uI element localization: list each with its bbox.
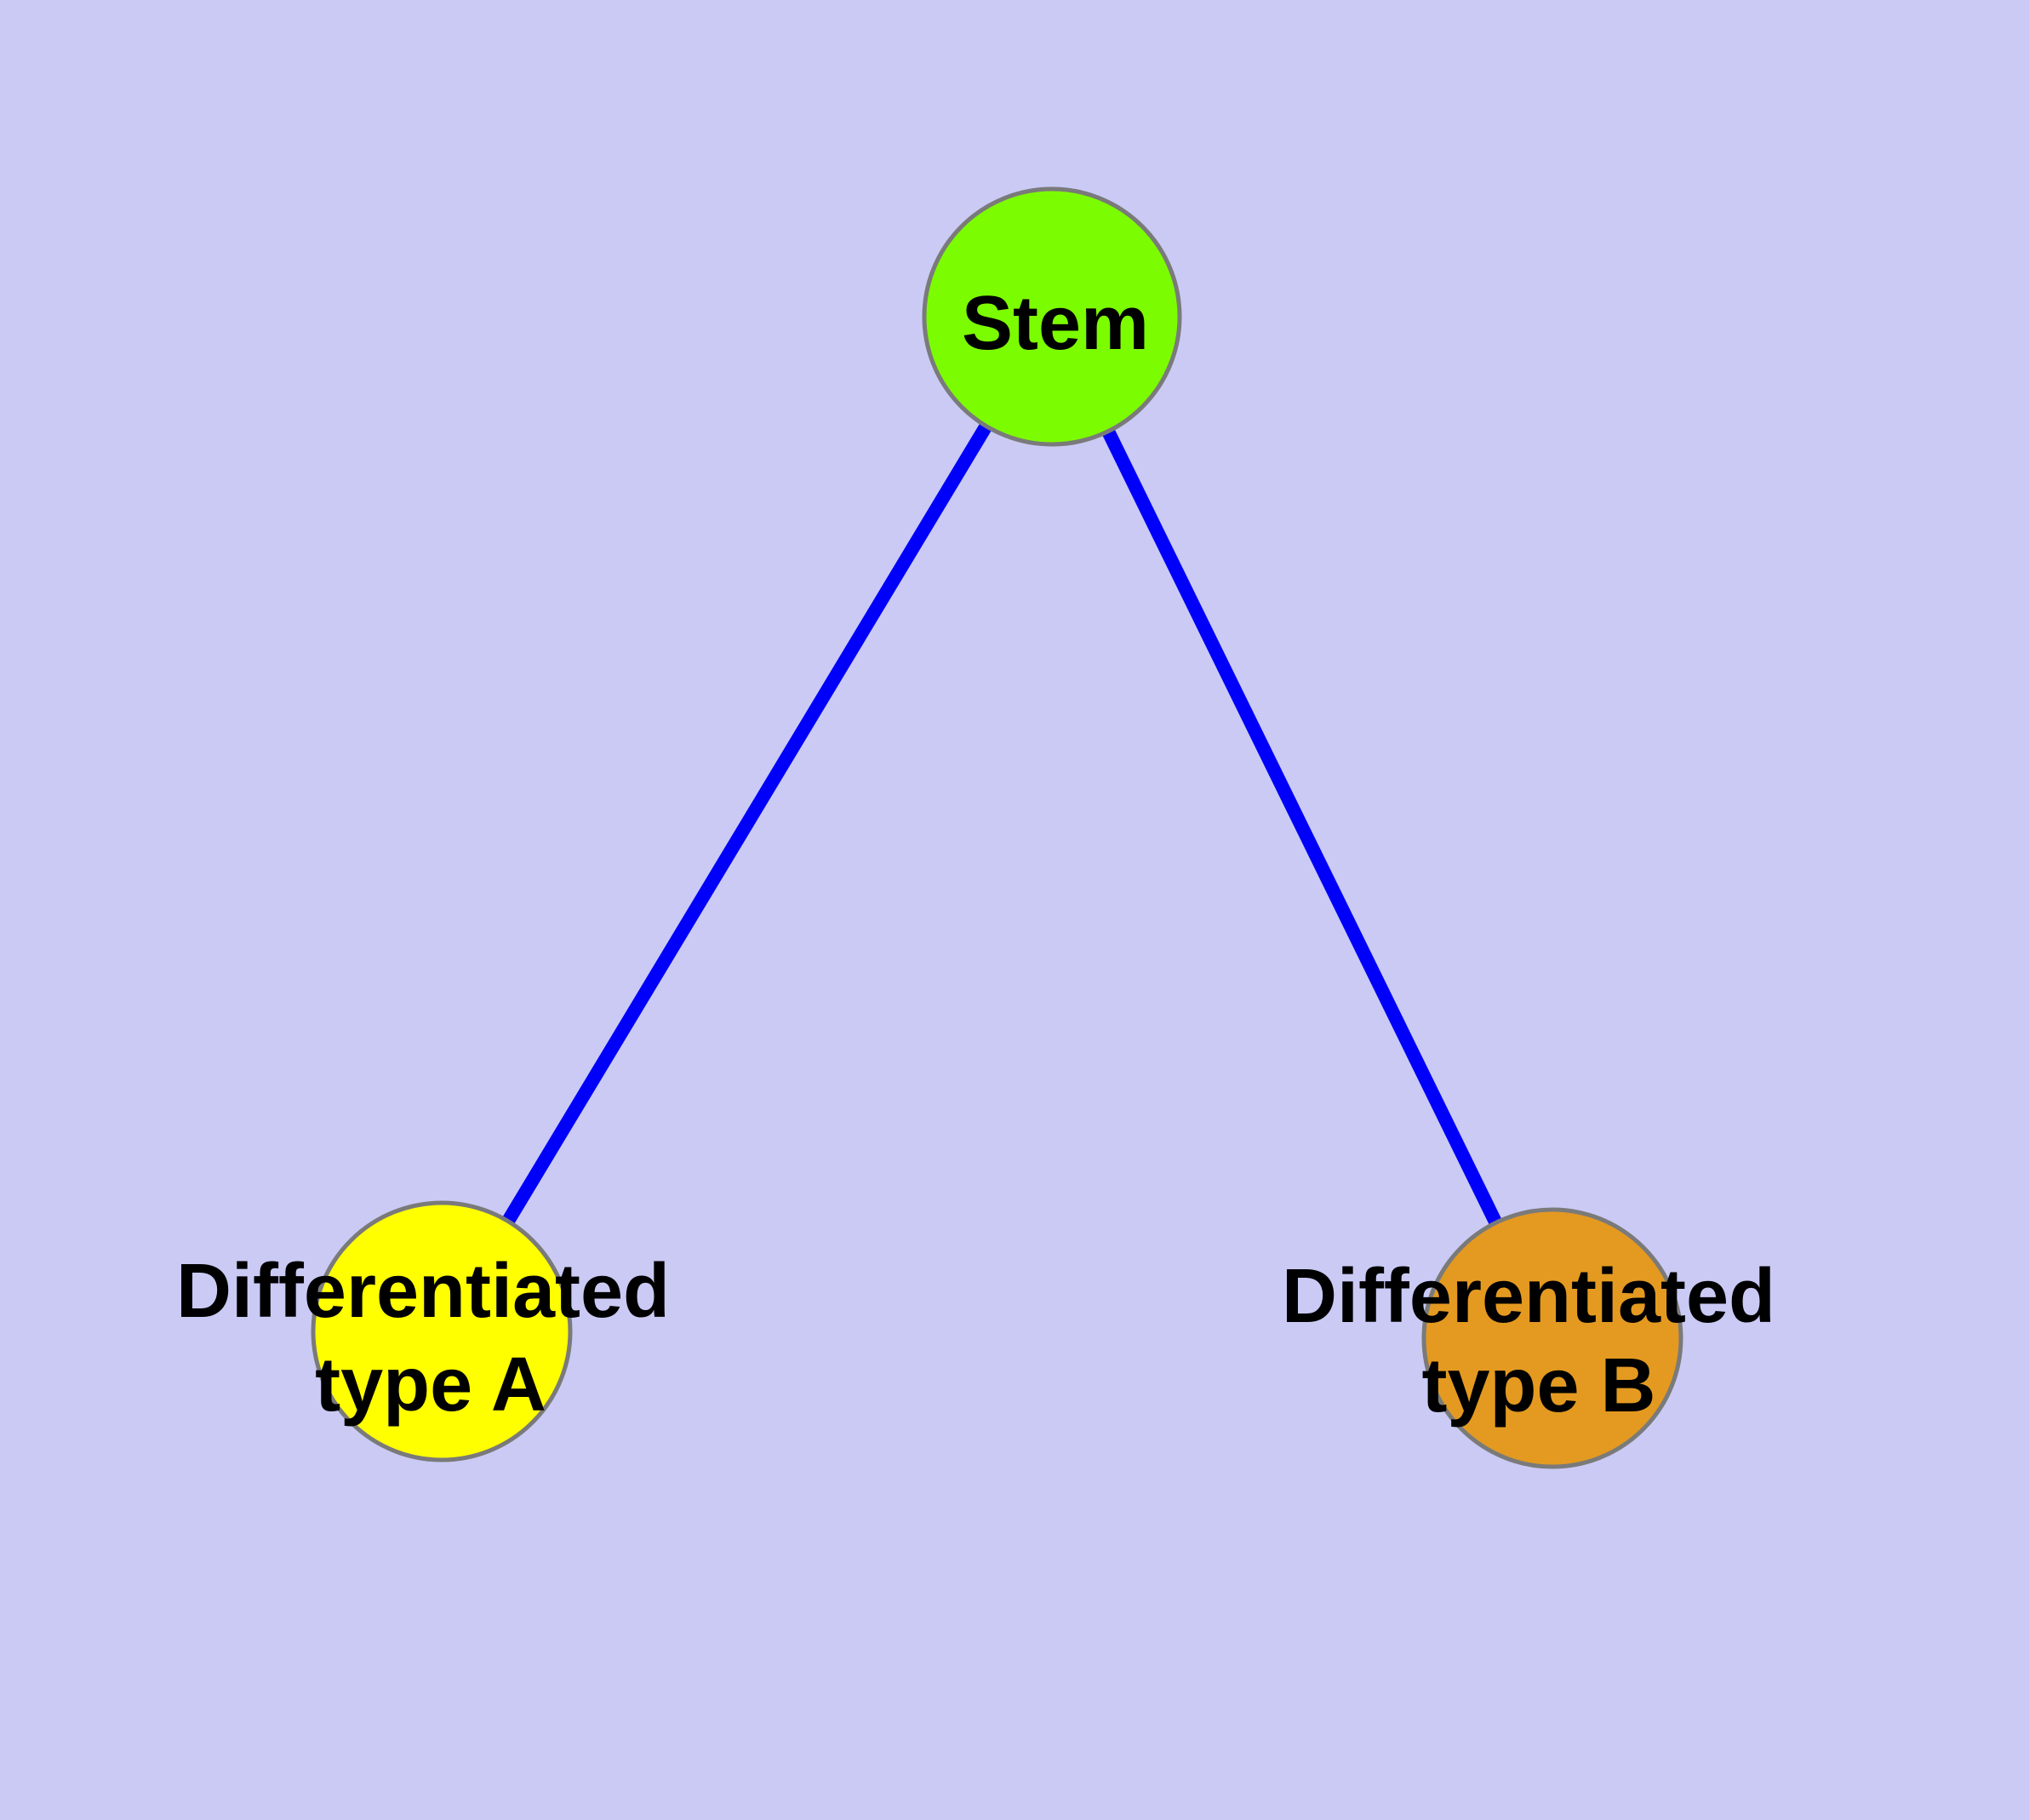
node-type-a-label-line1: Differentiated — [176, 1249, 670, 1334]
node-differentiated-type-b: Differentiated type B — [1282, 1207, 1775, 1469]
node-stem-circle — [922, 186, 1182, 447]
edge-stem-to-type-a — [436, 312, 1058, 1336]
node-type-b-circle — [1421, 1207, 1683, 1469]
node-type-b-label-line2: type B — [1421, 1343, 1655, 1428]
node-stem-label: Stem — [962, 281, 1149, 366]
edge-stem-to-type-b — [1045, 313, 1559, 1342]
node-type-b-label-line1: Differentiated — [1282, 1254, 1775, 1339]
node-type-a-circle — [311, 1200, 573, 1462]
node-type-a-label-line2: type A — [315, 1342, 546, 1428]
node-differentiated-type-a: Differentiated type A — [176, 1200, 670, 1462]
node-stem: Stem — [922, 186, 1182, 447]
